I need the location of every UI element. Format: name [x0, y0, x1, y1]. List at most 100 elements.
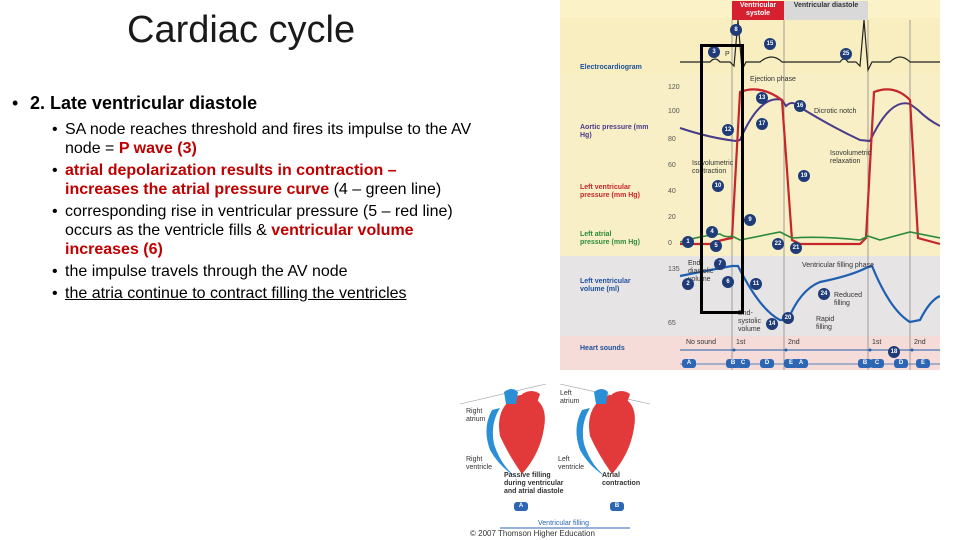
heart-letter-b: B — [610, 502, 624, 511]
phase-diastole-header: Ventricular diastole — [784, 1, 868, 20]
lv-volume-trace — [679, 264, 940, 324]
bullet-text: the impulse travels through the AV node — [65, 263, 348, 280]
event-number-marker: 3 — [708, 46, 720, 58]
pressure-tick-label: 20 — [668, 214, 676, 221]
pressure-tick-label: 60 — [668, 162, 676, 169]
section-heading: • 2. Late ventricular diastole — [12, 90, 472, 116]
phase-systole-header: Ventricular systole — [732, 1, 784, 20]
event-number-marker: 2 — [682, 278, 694, 290]
ann-isovol: Isovolumetric relaxation — [830, 150, 872, 165]
event-number-marker: 18 — [888, 346, 900, 358]
pressure-tick-label: 40 — [668, 188, 676, 195]
heart-sound-label: 2nd — [788, 339, 800, 346]
event-number-marker: 4 — [706, 226, 718, 238]
phase-letter-marker: E — [916, 359, 930, 368]
event-number-marker: 5 — [710, 240, 722, 252]
bullet-text: the atria continue to contract filling t… — [65, 285, 407, 302]
label-right-ventricle: Right ventricle — [466, 456, 493, 471]
ann-esv: End-systolic volume — [738, 310, 761, 333]
row-label-ecg: Electrocardiogram — [580, 64, 642, 71]
ann-rapid: Rapid filling — [816, 316, 835, 331]
event-number-marker: 6 — [722, 276, 734, 288]
ann-reduced: Reduced filling — [834, 292, 863, 307]
bullet-text: ventricular volume increases (6) — [65, 222, 414, 258]
ecg-trace — [680, 19, 940, 73]
label-left-atrium: Left atrium — [560, 390, 580, 405]
volume-tick-label: 65 — [668, 320, 676, 327]
phase-letter-marker: B — [858, 359, 872, 368]
heart-right-drawing — [576, 389, 635, 478]
pressure-tick-label: 100 — [668, 108, 680, 115]
bullet-text: (4 – green line) — [329, 181, 442, 198]
event-number-marker: 1 — [682, 236, 694, 248]
heading-text: 2. Late ventricular diastole — [30, 93, 258, 113]
ann-nosound: No sound — [686, 339, 716, 346]
bullet-text: corresponding rise in ventricular pressu… — [65, 203, 453, 239]
ecg-band — [560, 18, 940, 74]
event-number-marker: 17 — [756, 118, 768, 130]
heart-sound-label: 2nd — [914, 339, 926, 346]
bullet-item: SA node reaches threshold and fires its … — [52, 120, 472, 158]
lv-pressure-trace — [680, 88, 940, 246]
bullet-item: atrial depolarization results in contrac… — [52, 161, 472, 199]
row-label-lap: Left atrial pressure (mm Hg) — [580, 231, 640, 246]
event-number-marker: 19 — [798, 170, 810, 182]
event-number-marker: 22 — [772, 238, 784, 250]
ann-ecg-p: P — [725, 51, 730, 58]
cardiac-cycle-diagram: Ventricular systole Ventricular diastole… — [560, 0, 940, 370]
row-label-aortic: Aortic pressure (mm Hg) — [580, 124, 649, 139]
slide-body: • 2. Late ventricular diastole SA node r… — [12, 90, 472, 306]
event-number-marker: 14 — [766, 318, 778, 330]
pressure-tick-label: 80 — [668, 136, 676, 143]
row-label-lvp: Left ventricular pressure (mm Hg) — [580, 184, 640, 199]
event-number-marker: 7 — [714, 258, 726, 270]
ann-vfilling: Ventricular filling phase — [802, 262, 874, 269]
bullet-text: P wave (3) — [118, 140, 197, 157]
phase-letter-marker: E — [784, 359, 798, 368]
slide-title: Cardiac cycle — [127, 9, 356, 51]
volume-band — [560, 256, 940, 336]
heart-sound-label: 1st — [736, 339, 746, 346]
copyright-notice: © 2007 Thomson Higher Education — [470, 529, 595, 538]
volume-tick-label: 135 — [668, 266, 680, 273]
bullet-text: SA node reaches threshold and fires its … — [65, 121, 472, 157]
event-number-marker: 20 — [782, 312, 794, 324]
heart-illustration: Right atrium Left atrium Right ventricle… — [460, 384, 650, 540]
label-left-ventricle: Left ventricle — [558, 456, 585, 471]
event-number-marker: 9 — [744, 214, 756, 226]
label-atrial-contraction: Atrial contraction — [602, 472, 641, 487]
heading-bullet: • — [12, 93, 19, 113]
phase-letter-marker: A — [794, 359, 808, 368]
phase-letter-marker: A — [682, 359, 696, 368]
phase-letter-marker: C — [736, 359, 750, 368]
event-number-marker: 16 — [794, 100, 806, 112]
heart-drawings — [460, 384, 650, 529]
pressure-tick-label: 120 — [668, 84, 680, 91]
bullet-item: the impulse travels through the AV node — [52, 262, 472, 281]
bullet-item: the atria continue to contract filling t… — [52, 284, 472, 303]
row-label-lvv: Left ventricular volume (ml) — [580, 278, 631, 293]
label-ventricular-filling: Ventricular filling — [538, 520, 589, 527]
phase-letter-marker: B — [726, 359, 740, 368]
pressure-tick-label: 0 — [668, 240, 672, 247]
event-number-marker: 12 — [722, 124, 734, 136]
heart-letter-a: A — [514, 502, 528, 511]
heart-left-drawing — [486, 389, 545, 478]
phase-letter-marker: D — [760, 359, 774, 368]
phase-letter-marker: C — [870, 359, 884, 368]
bullet-item: corresponding rise in ventricular pressu… — [52, 202, 472, 259]
event-number-marker: 11 — [750, 278, 762, 290]
event-number-marker: 13 — [756, 92, 768, 104]
row-label-sounds: Heart sounds — [580, 345, 625, 352]
bullet-text: atrial depolarization results in contrac… — [65, 162, 397, 198]
event-number-marker: 24 — [818, 288, 830, 300]
label-passive-filling: Passive filling during ventricular and a… — [504, 472, 564, 495]
label-right-atrium: Right atrium — [466, 408, 486, 423]
phase-letter-marker: D — [894, 359, 908, 368]
event-number-marker: 10 — [712, 180, 724, 192]
bullet-list: SA node reaches threshold and fires its … — [12, 120, 472, 303]
event-number-marker: 21 — [790, 242, 802, 254]
event-number-marker: 8 — [730, 24, 742, 36]
ann-dicrotic: Dicrotic notch — [814, 108, 857, 115]
event-number-marker: 15 — [764, 38, 776, 50]
